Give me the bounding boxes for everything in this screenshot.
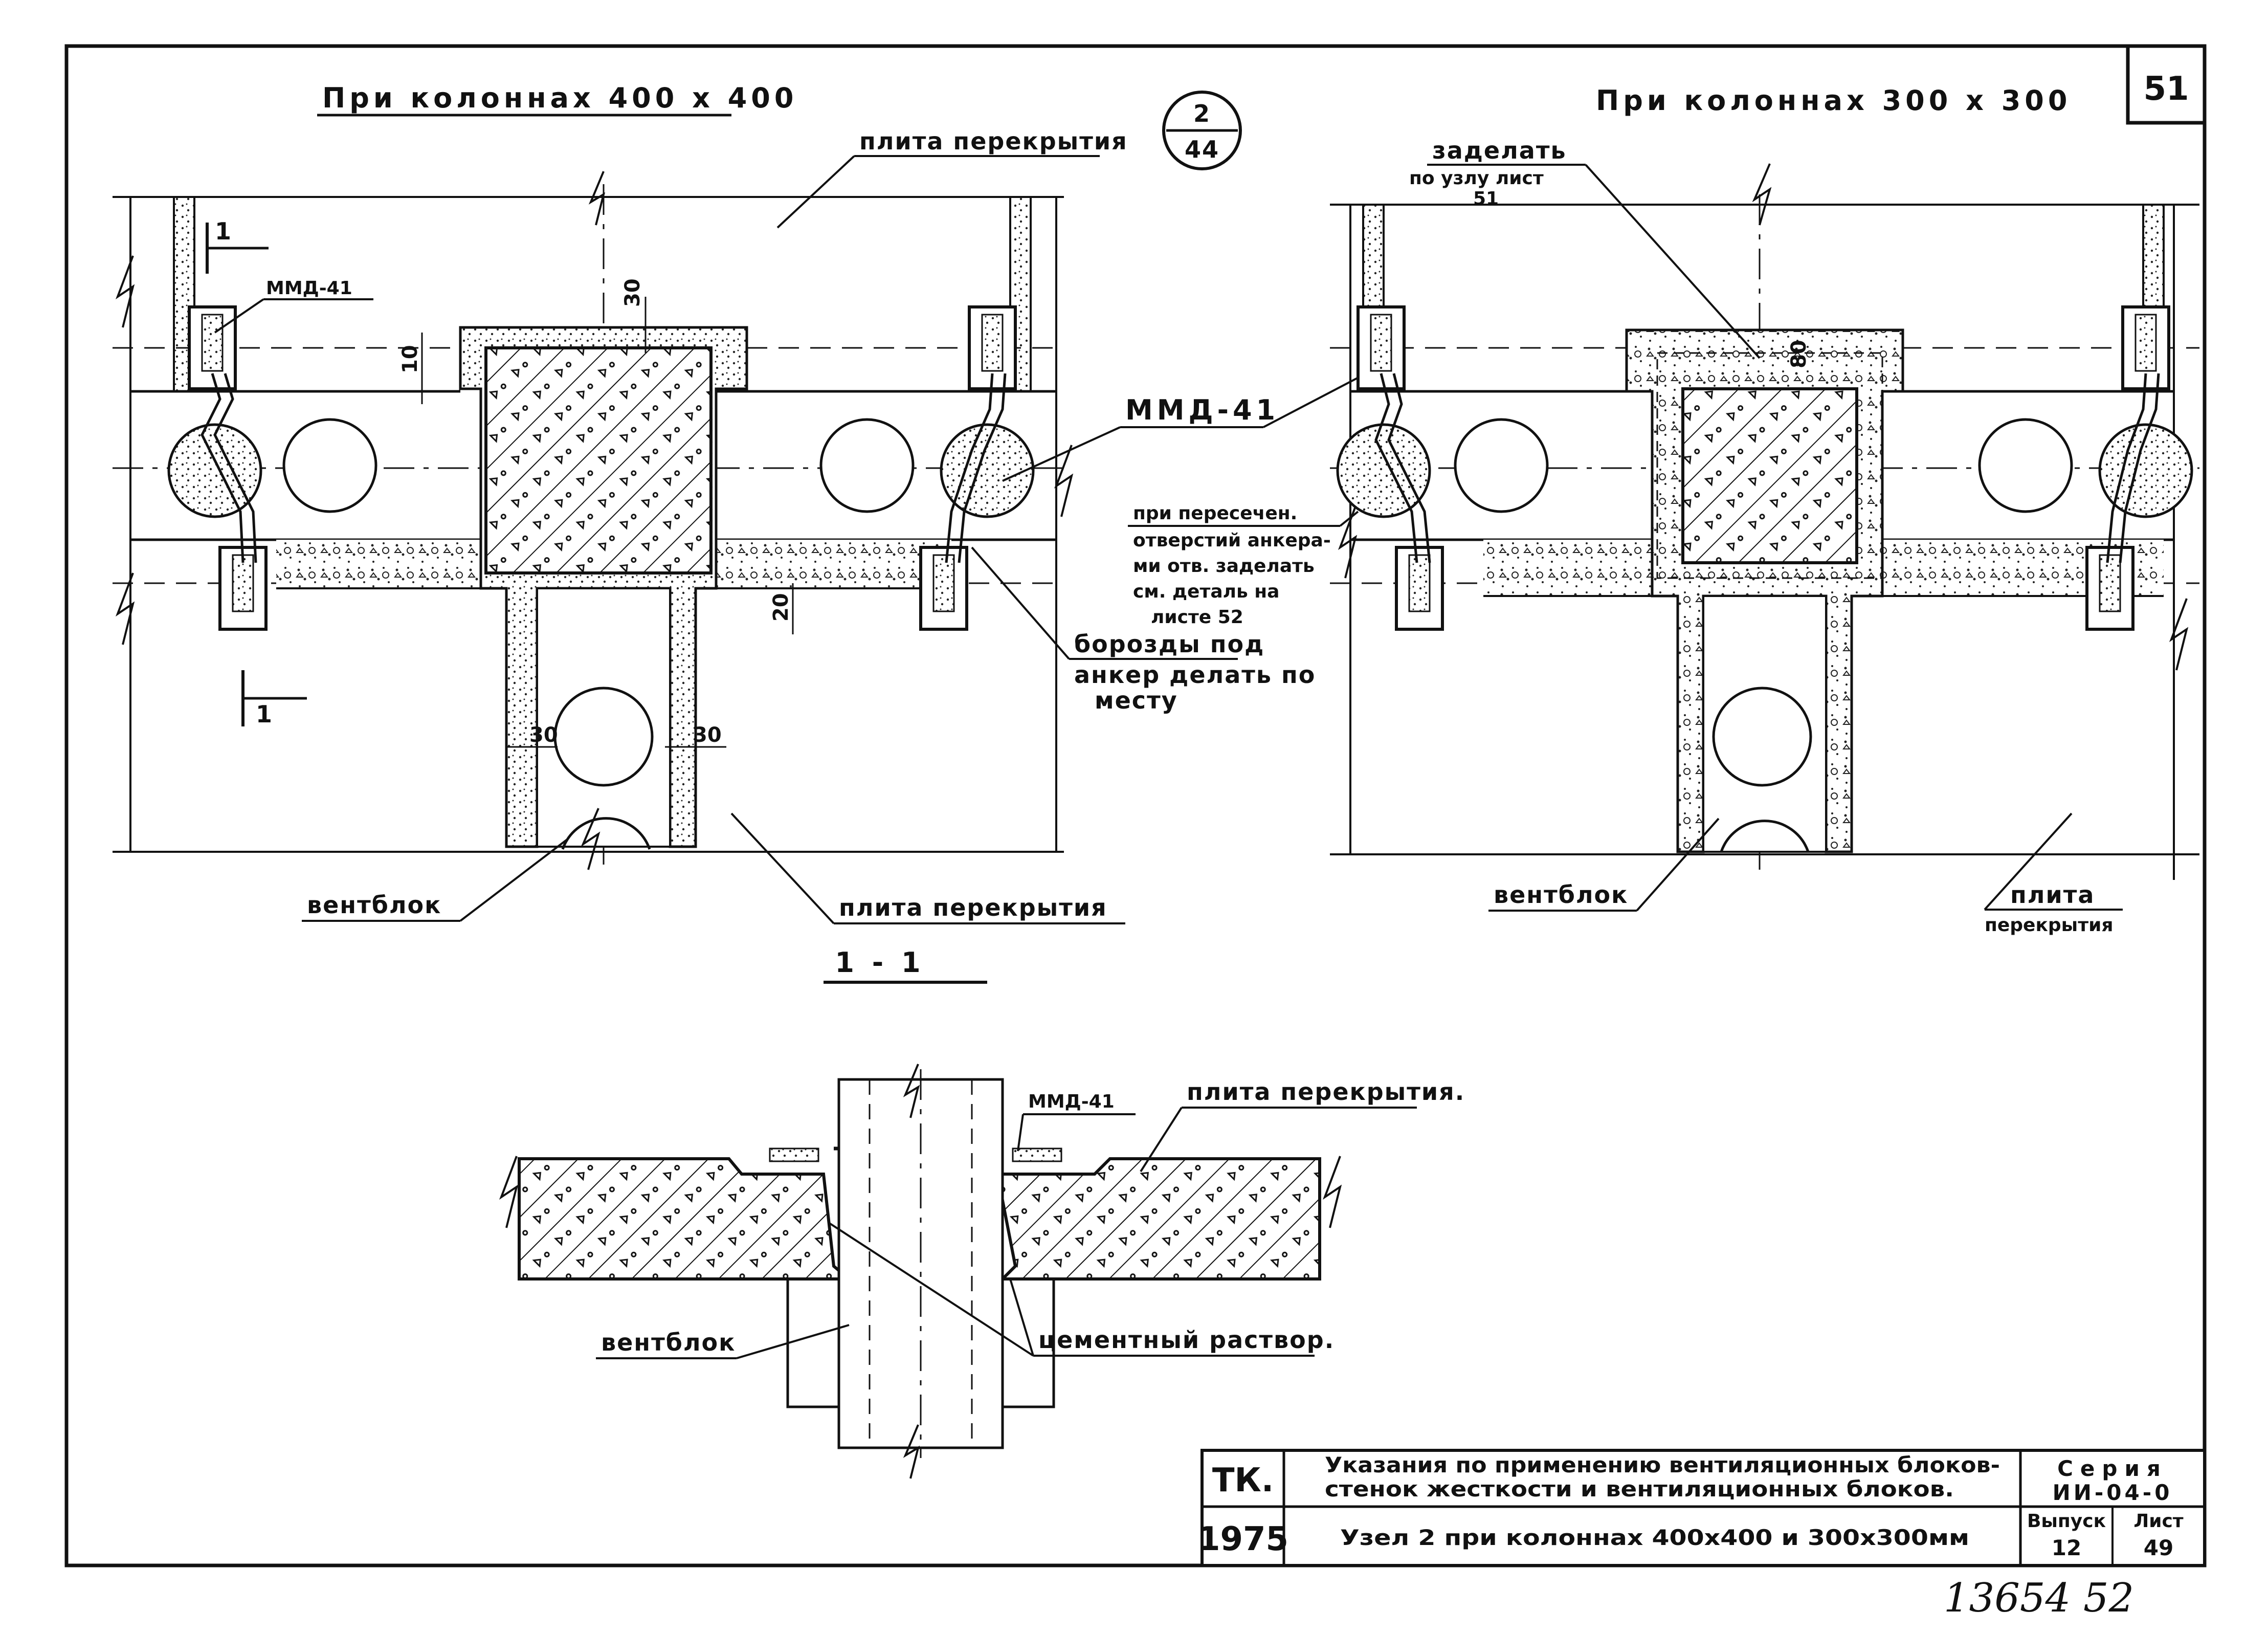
right-slab-label-1: плита: [2010, 881, 2095, 909]
title-block: ТК. 1975 Указания по применению вентиляц…: [1197, 1449, 2206, 1567]
left-dim-30-top: 30: [621, 278, 644, 307]
intersection-note-line-3: ми отв. заделать: [1133, 556, 1315, 577]
circle-ref-top: 2: [1193, 100, 1211, 127]
circle-ref-bottom: 44: [1185, 136, 1219, 163]
left-dim-30-right: 30: [693, 723, 722, 747]
left-vent-block-label: вентблок: [307, 891, 441, 919]
right-plan-view: При колоннах 300 х 300: [1330, 84, 2199, 936]
left-column: [484, 346, 713, 575]
sheet-number-box: 51: [2126, 44, 2207, 125]
middle-notes: ММД-41 при пересечен. отверстий анкера- …: [971, 367, 1376, 714]
section-mortar-label: цементный раствор.: [1038, 1326, 1335, 1354]
title-block-series-value: ИИ-04-0: [2053, 1480, 2173, 1505]
seal-note-line-2: по узлу лист: [1409, 168, 1544, 189]
title-block-desc-1: Указания по применению вентиляционных бл…: [1325, 1452, 2000, 1477]
intersection-note-line-2: отверстий анкера-: [1133, 530, 1331, 551]
title-block-issue-label: Выпуск: [2027, 1511, 2106, 1532]
right-slab-label-2: перекрытия: [1985, 915, 2113, 936]
groove-note-line-1: борозды под: [1074, 630, 1264, 658]
title-block-desc-2: стенок жесткости и вентиляционных блоков…: [1325, 1476, 1954, 1501]
intersection-note-line-4: см. деталь на: [1133, 581, 1279, 602]
title-block-sheet-label: Лист: [2133, 1511, 2183, 1532]
title-block-issue-value: 12: [2052, 1535, 2081, 1560]
left-bottom-slab-label: плита перекрытия: [839, 894, 1107, 921]
section-title: 1 - 1: [835, 946, 924, 979]
archive-number: 13654 52: [1944, 1575, 2134, 1621]
section-anchor-label: ММД-41: [1028, 1091, 1115, 1112]
section-1-1: 1 - 1 ММД-41 плита перекрытия. вентблок: [499, 946, 1465, 1479]
groove-note-line-3: месту: [1095, 687, 1178, 714]
right-view-title: При колоннах 300 х 300: [1596, 84, 2071, 117]
left-top-slab-label: плита перекрытия: [859, 127, 1128, 155]
seal-note-line-1: заделать: [1432, 137, 1567, 164]
seal-note-line-3: 51: [1473, 188, 1499, 209]
section-mark-top: 1: [215, 217, 232, 245]
right-column: [1681, 387, 1858, 564]
title-block-node: Узел 2 при колоннах 400х400 и 300х300мм: [1340, 1525, 1969, 1550]
intersection-note-line-1: при пересечен.: [1133, 503, 1297, 524]
section-vent-block-label: вентблок: [601, 1329, 736, 1356]
title-block-sheet-value: 49: [2144, 1535, 2173, 1560]
left-anchor-label: ММД-41: [266, 278, 352, 299]
left-dim-30-left: 30: [529, 723, 558, 747]
title-block-year: 1975: [1197, 1520, 1288, 1558]
groove-note-line-2: анкер делать по: [1074, 661, 1316, 689]
title-block-series-label: Серия: [2057, 1456, 2168, 1481]
intersection-note-line-5: листе 52: [1151, 607, 1243, 628]
sheet-number: 51: [2143, 70, 2189, 108]
sheet-frame: [64, 44, 2207, 1567]
right-dim-80: 80: [1787, 340, 1811, 368]
detail-reference-circle: 2 44: [1162, 91, 1242, 170]
left-dim-10: 10: [398, 345, 422, 373]
right-vent-block-label: вентблок: [1494, 881, 1628, 909]
left-plan-view: При колоннах 400 х 400: [113, 82, 1128, 924]
left-view-title: При колоннах 400 х 400: [322, 82, 797, 114]
middle-anchor-label: ММД-41: [1125, 394, 1279, 426]
section-mark-bottom: 1: [256, 700, 273, 728]
left-dim-20: 20: [769, 593, 793, 622]
section-slab-label: плита перекрытия.: [1187, 1078, 1465, 1106]
title-block-org: ТК.: [1212, 1462, 1274, 1499]
